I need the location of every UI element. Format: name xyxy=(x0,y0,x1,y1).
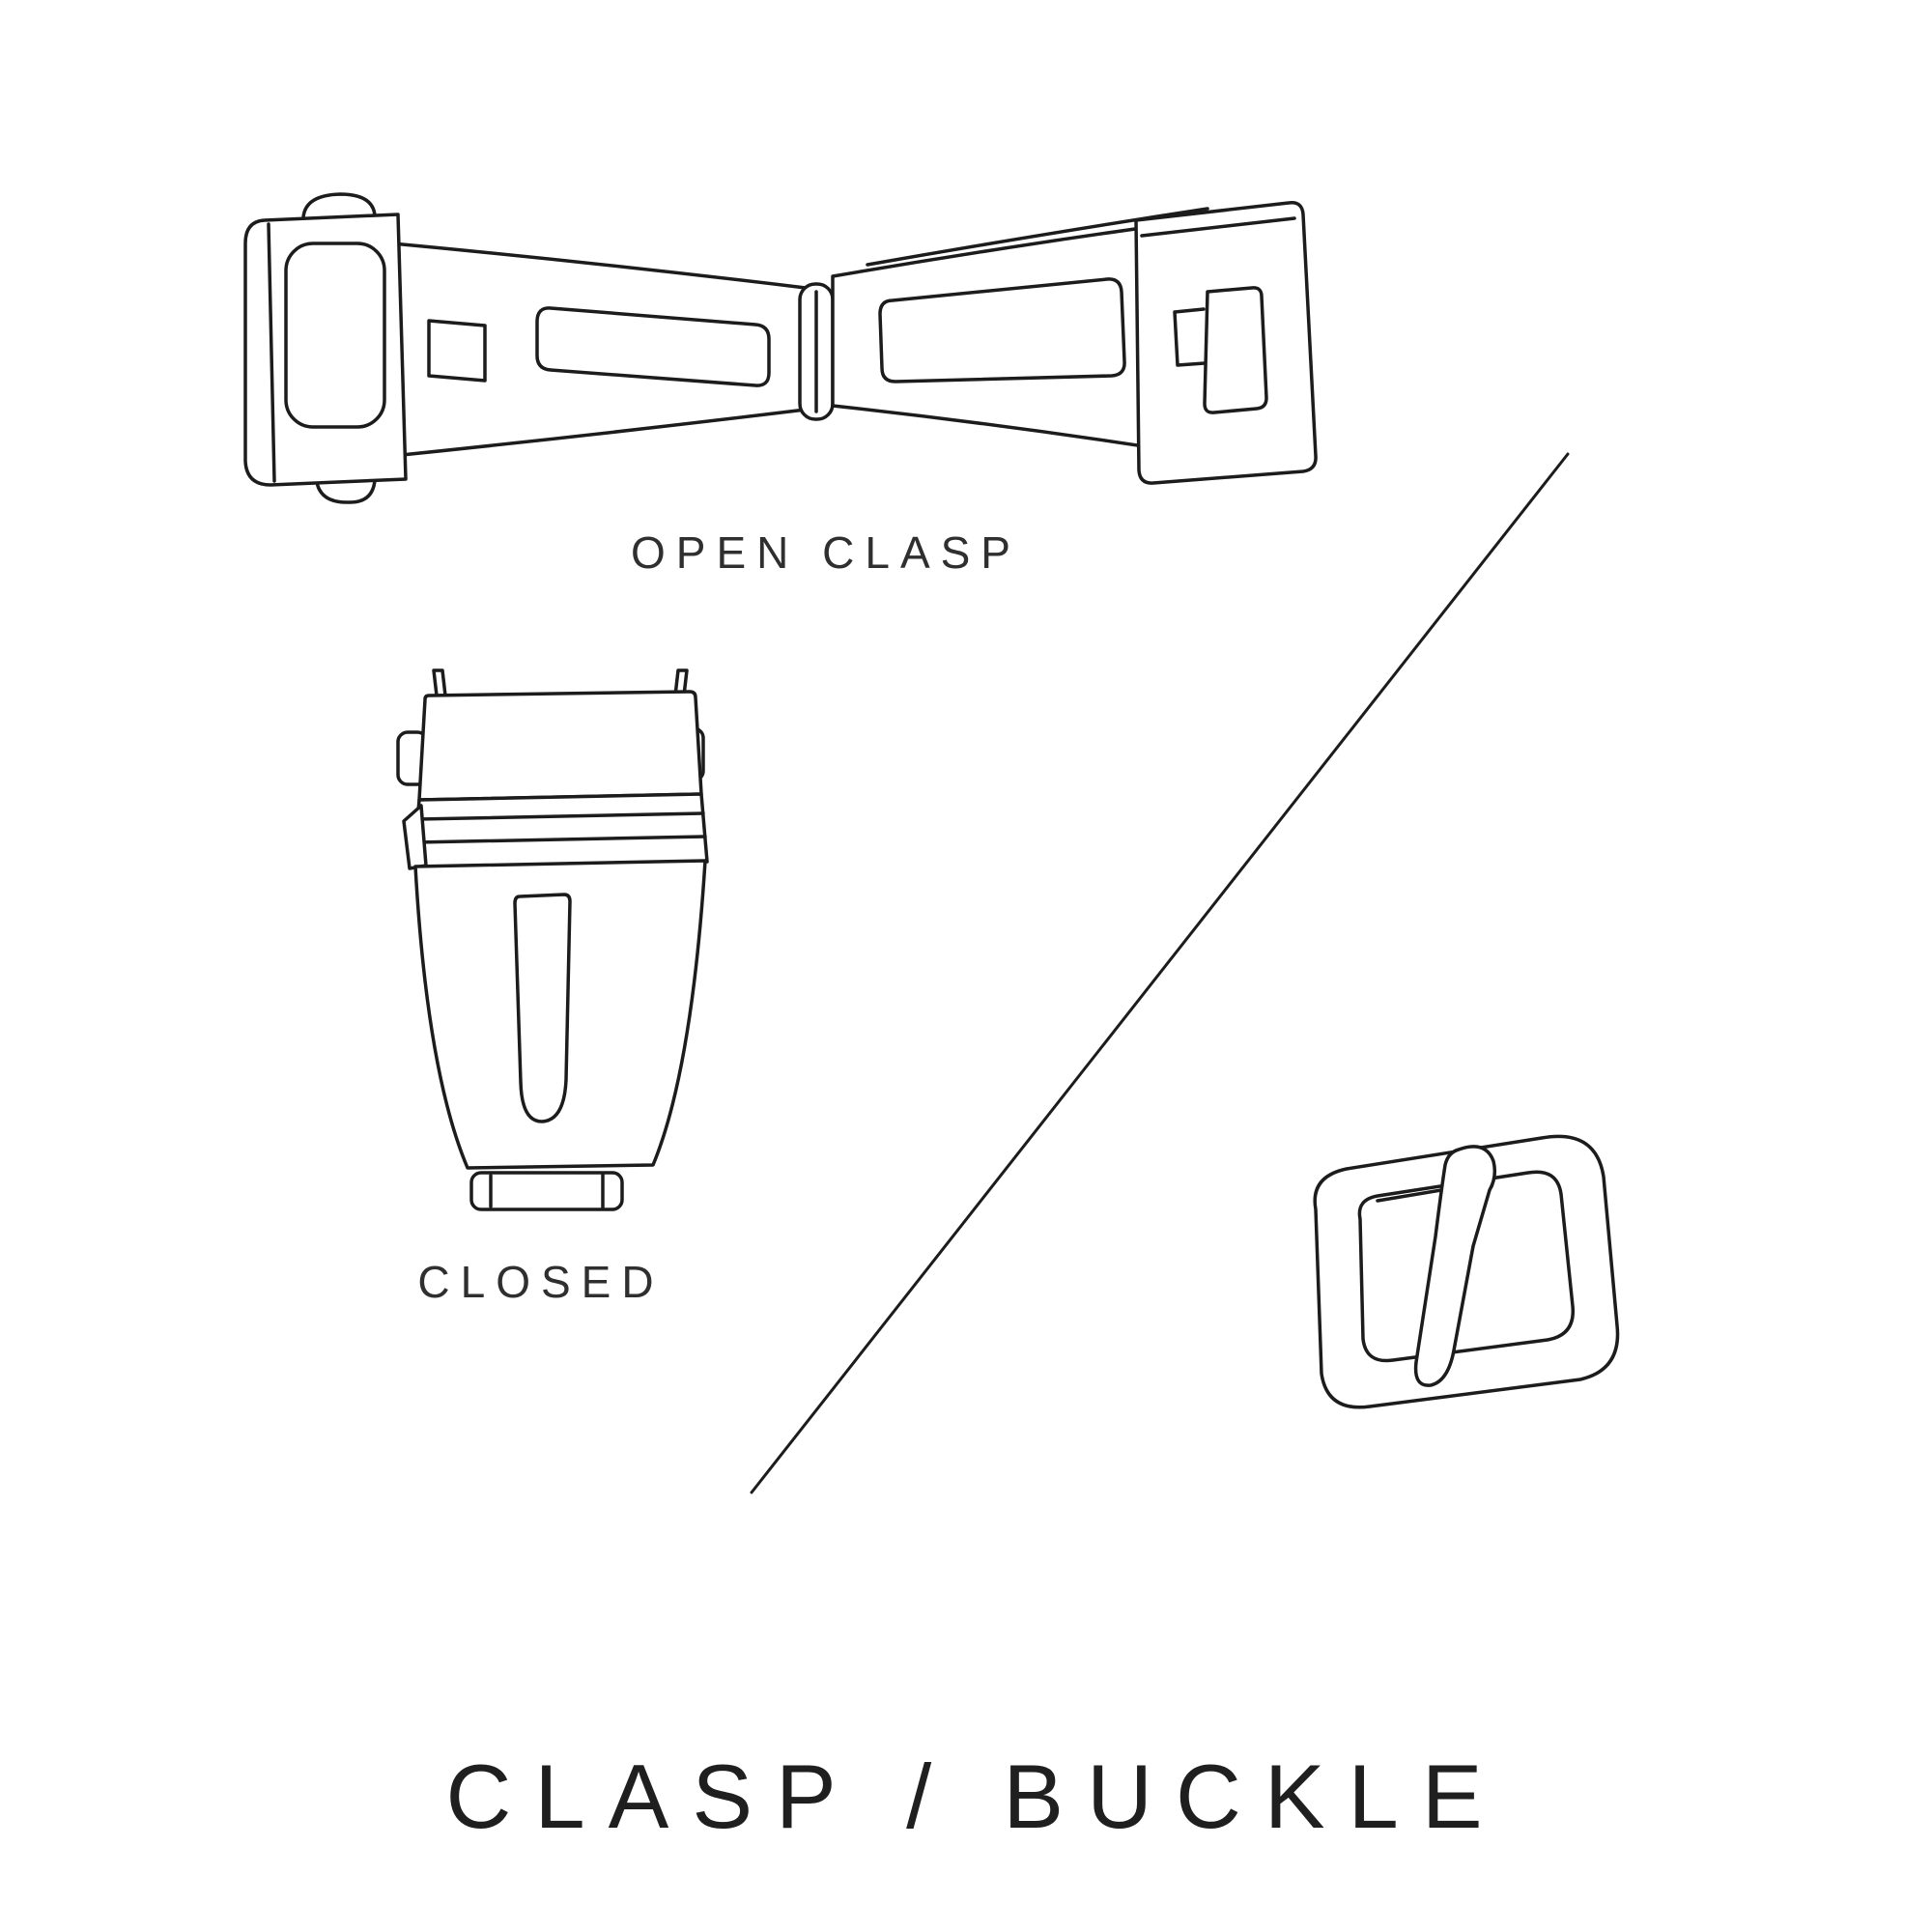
open-clasp-illustration xyxy=(243,192,1318,504)
tang-buckle-illustration xyxy=(1313,1134,1620,1409)
closed-clasp-label: CLOSED xyxy=(417,1257,665,1307)
closed-clasp-illustration xyxy=(396,668,709,1211)
page-title: CLASP / BUCKLE xyxy=(445,1746,1506,1847)
buckle-figure xyxy=(1256,1101,1662,1435)
open-clasp-label: OPEN CLASP xyxy=(631,527,1021,578)
section-divider xyxy=(750,452,1570,1494)
open-clasp-figure xyxy=(222,184,1323,507)
closed-clasp-figure xyxy=(386,667,715,1227)
